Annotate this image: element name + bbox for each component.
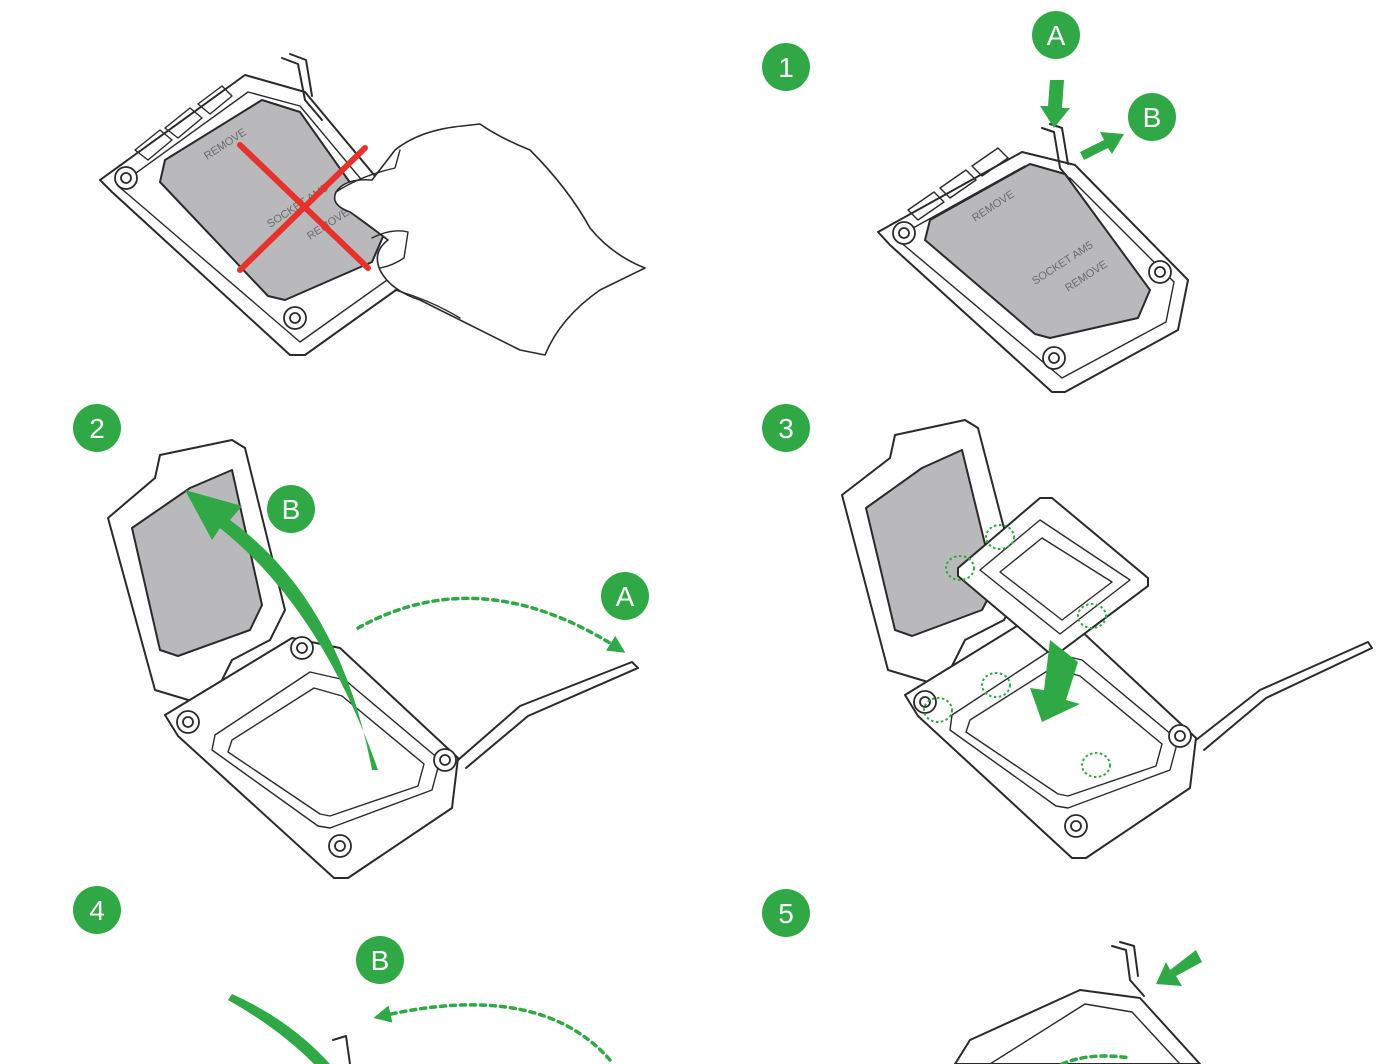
letter-badge-b: B bbox=[1128, 93, 1176, 141]
screw-icon bbox=[433, 748, 457, 772]
screw-icon bbox=[892, 221, 916, 245]
step-badge-4: 4 bbox=[73, 886, 121, 934]
insert-arrow-icon bbox=[1030, 640, 1080, 722]
svg-text:3: 3 bbox=[778, 413, 794, 444]
letter-badge-a: A bbox=[1032, 11, 1080, 59]
svg-text:A: A bbox=[1047, 20, 1066, 51]
pull-arrow-icon bbox=[1080, 132, 1124, 160]
screw-icon bbox=[1148, 260, 1172, 284]
push-arrow-icon bbox=[1040, 80, 1070, 128]
svg-text:A: A bbox=[616, 581, 635, 612]
dashed-arc-arrow bbox=[373, 1003, 612, 1062]
screw-icon bbox=[176, 710, 200, 734]
retention-lever bbox=[1195, 641, 1373, 751]
protective-cover bbox=[159, 99, 386, 301]
alignment-marker bbox=[985, 524, 1015, 550]
step-badge-2: 2 bbox=[73, 404, 121, 452]
panel-step-1: 1 REMOVE SOCKET AM5 REMOVE bbox=[762, 11, 1189, 393]
hand-illustration bbox=[333, 123, 646, 356]
screw-icon bbox=[913, 690, 937, 714]
panel-warning: REMOVE SOCKET AM5 REMOVE bbox=[99, 53, 646, 356]
letter-badge-a: A bbox=[601, 572, 649, 620]
protective-cover bbox=[924, 163, 1151, 339]
screw-icon bbox=[328, 834, 352, 858]
letter-badge-b: B bbox=[356, 936, 404, 984]
svg-text:B: B bbox=[371, 945, 390, 976]
screw-icon bbox=[1042, 346, 1066, 370]
step-badge-5: 5 bbox=[762, 889, 810, 937]
step-badge-1: 1 bbox=[762, 43, 810, 91]
screw-icon bbox=[114, 166, 138, 190]
alignment-marker bbox=[981, 672, 1011, 698]
cpu-chip bbox=[957, 497, 1149, 653]
dashed-arc-arrow bbox=[356, 596, 626, 653]
alignment-marker bbox=[923, 697, 953, 723]
red-cross-icon bbox=[237, 142, 371, 273]
retention-lever bbox=[1111, 945, 1145, 997]
screw-icon bbox=[283, 306, 307, 330]
panel-step-3: 3 bbox=[762, 404, 1373, 859]
svg-text:B: B bbox=[1143, 102, 1162, 133]
socket-frame bbox=[954, 989, 1201, 1064]
cpu-seat bbox=[211, 671, 441, 829]
panel-step-5: 5 bbox=[762, 889, 1202, 1064]
screw-icon bbox=[1064, 814, 1088, 838]
panel-step-4: 4 B bbox=[73, 886, 612, 1064]
alignment-marker bbox=[1081, 752, 1111, 778]
svg-text:4: 4 bbox=[89, 895, 105, 926]
alignment-marker bbox=[1077, 603, 1107, 629]
retention-lever bbox=[457, 661, 639, 769]
screw-icon bbox=[290, 636, 314, 660]
screw-icon bbox=[1168, 724, 1192, 748]
svg-text:1: 1 bbox=[778, 52, 794, 83]
svg-text:5: 5 bbox=[778, 898, 794, 929]
letter-badge-b: B bbox=[267, 485, 315, 533]
alignment-marker bbox=[945, 555, 975, 581]
svg-text:2: 2 bbox=[89, 413, 105, 444]
push-arrow-icon bbox=[1156, 950, 1202, 986]
retention-lever bbox=[332, 1035, 351, 1064]
lift-arrow-icon bbox=[228, 994, 330, 1064]
retention-lever bbox=[281, 57, 323, 121]
panel-step-2: 2 A bbox=[73, 404, 649, 879]
svg-text:B: B bbox=[282, 494, 301, 525]
lift-arrow-icon bbox=[185, 490, 378, 770]
step-badge-3: 3 bbox=[762, 404, 810, 452]
